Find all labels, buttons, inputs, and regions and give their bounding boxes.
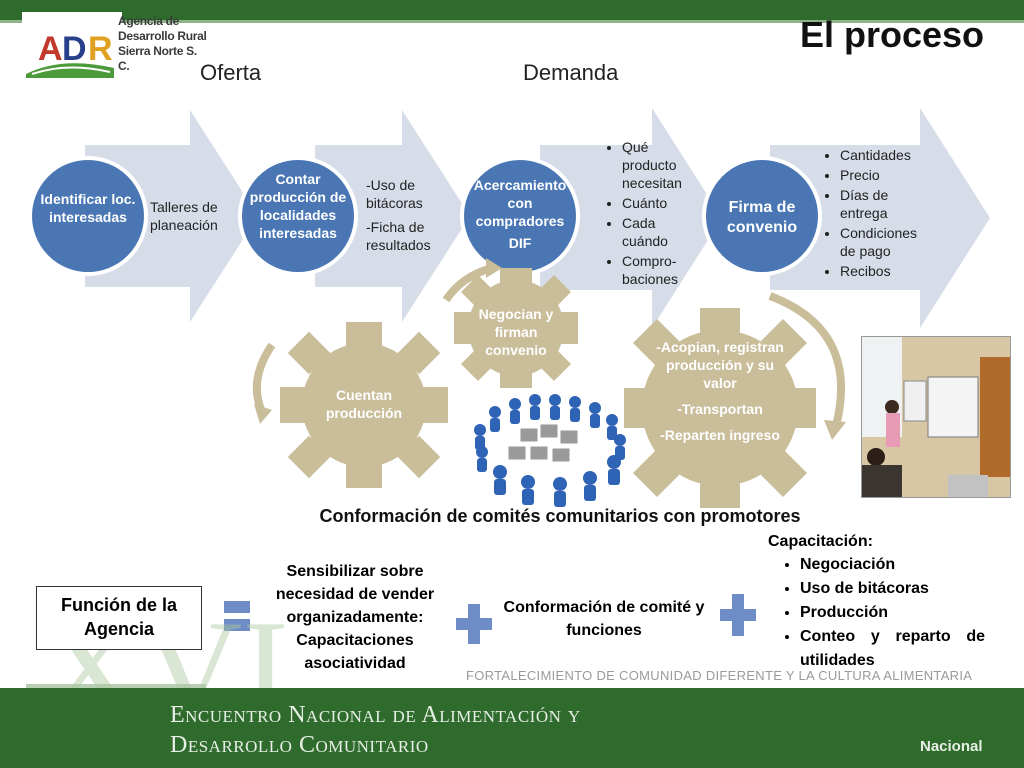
svg-text:A: A bbox=[38, 30, 63, 68]
gear-middle bbox=[454, 268, 578, 388]
classroom-photo bbox=[861, 336, 1011, 498]
list-item: Negociación bbox=[800, 553, 985, 577]
oferta-label: Oferta bbox=[200, 60, 262, 85]
step-1-title: Identificar loc. interesadas bbox=[40, 191, 136, 225]
plus-icon bbox=[720, 594, 756, 636]
plus-icon bbox=[456, 604, 492, 644]
capacitacion-list: Negociación Uso de bitácoras Producción … bbox=[770, 553, 985, 673]
process-arrow-3 bbox=[540, 108, 722, 328]
list-item: Uso de bitácoras bbox=[800, 577, 985, 601]
step-4-detail: Cantidades Precio Días de entrega Condic… bbox=[826, 146, 936, 282]
curved-arrow-right bbox=[768, 292, 846, 427]
process-arrow-2 bbox=[315, 110, 470, 322]
gear-right-text: -Acopian, registran producción y su valo… bbox=[656, 339, 784, 443]
banner-text: FORTALECIMIENTO DE COMUNIDAD DIFERENTE Y… bbox=[466, 668, 973, 683]
capacitacion-title: Capacitación: bbox=[768, 533, 873, 550]
gear-left-text: Cuentan producción bbox=[325, 387, 403, 421]
footer-bar bbox=[0, 688, 1024, 768]
people-circle-illustration bbox=[474, 394, 626, 507]
gear-middle-text: Negocian y firman convenio bbox=[478, 306, 554, 358]
curved-arrow-left bbox=[252, 342, 276, 414]
top-bar bbox=[0, 0, 1024, 23]
step-1-detail: Talleres de planeación bbox=[150, 199, 218, 233]
logo-text: Agencia de Desarrollo Rural Sierra Norte… bbox=[118, 14, 207, 73]
step-circle-1 bbox=[28, 156, 148, 276]
funcion-agencia-box: Función de la Agencia bbox=[36, 586, 202, 650]
gear-right bbox=[624, 308, 816, 508]
step-2-title: Contar producción de localidades interes… bbox=[249, 171, 347, 241]
list-item: Producción bbox=[800, 601, 985, 625]
encuentro-title: Encuentro Nacional de Alimentación y Des… bbox=[170, 702, 581, 758]
step-4-title: Firma de convenio bbox=[726, 199, 798, 236]
equals-icon bbox=[224, 601, 250, 631]
sensibilizar-text: Sensibilizar sobre necesidad de vender o… bbox=[275, 563, 435, 672]
dif-nacional-text: Nacional bbox=[920, 738, 983, 755]
process-arrow-4 bbox=[770, 108, 990, 328]
adr-logo: A D R bbox=[22, 12, 122, 80]
step-3-title: Acercamiento con compradores DIF bbox=[473, 177, 567, 251]
section-subtitle: Conformación de comités comunitarios con… bbox=[319, 506, 801, 526]
demanda-label: Demanda bbox=[523, 60, 619, 85]
list-item: Conteo y reparto de utilidades bbox=[800, 625, 985, 673]
conformacion-text: Conformación de comité y funciones bbox=[503, 599, 705, 639]
step-circle-2 bbox=[238, 156, 358, 276]
svg-text:R: R bbox=[88, 30, 113, 68]
step-circle-4 bbox=[702, 156, 822, 276]
step-2-detail: -Uso de bitácoras -Ficha de resultados bbox=[366, 177, 431, 253]
svg-text:D: D bbox=[62, 30, 87, 68]
step-3-detail: Qué producto necesitan Cuánto Cada cuánd… bbox=[608, 138, 704, 290]
page-title: El proceso bbox=[799, 14, 984, 55]
process-arrow-1 bbox=[85, 110, 258, 322]
gear-left bbox=[280, 322, 448, 488]
